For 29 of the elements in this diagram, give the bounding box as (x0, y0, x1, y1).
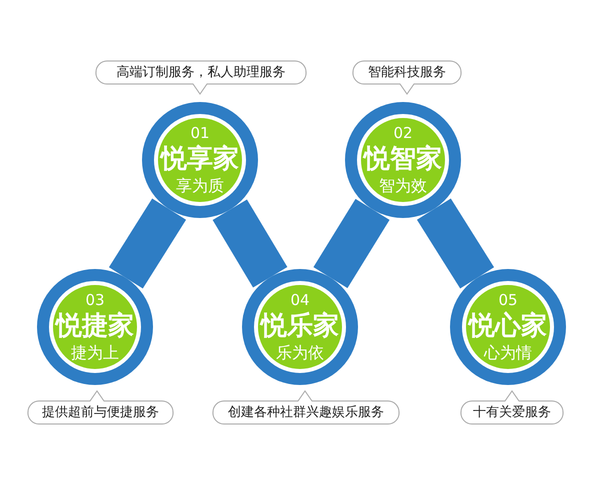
step-number: 04 (290, 290, 310, 310)
connector-band (212, 199, 288, 288)
step-number: 03 (85, 290, 105, 310)
speech-bubble (460, 390, 564, 426)
step-subtitle: 心为情 (484, 342, 532, 364)
step-number: 01 (190, 123, 210, 143)
step-title: 悦享家 (161, 143, 239, 175)
step-title: 悦捷家 (56, 310, 134, 342)
step-subtitle: 享为质 (176, 175, 224, 197)
connector-band (108, 198, 186, 289)
step-subtitle: 乐为依 (276, 342, 324, 364)
connector-band (416, 198, 494, 289)
service-text: 提供超前与便捷服务 (41, 404, 160, 422)
service-text: 高端订制服务，私人助理服务 (116, 64, 286, 82)
step-subtitle: 捷为上 (71, 342, 119, 364)
connector-band (313, 198, 390, 288)
step-title: 悦心家 (469, 310, 547, 342)
service-text: 智能科技服务 (367, 64, 447, 82)
step-number: 02 (393, 123, 413, 143)
speech-bubble (27, 390, 174, 426)
service-text: 十有关爱服务 (472, 404, 552, 422)
speech-bubble (212, 390, 400, 426)
speech-bubble (352, 60, 462, 96)
service-text: 创建各种社群兴趣娱乐服务 (227, 404, 385, 422)
step-title: 悦智家 (364, 143, 442, 175)
step-title: 悦乐家 (261, 310, 339, 342)
step-subtitle: 智为效 (379, 175, 427, 197)
speech-bubble (95, 60, 307, 96)
step-number: 05 (498, 290, 518, 310)
